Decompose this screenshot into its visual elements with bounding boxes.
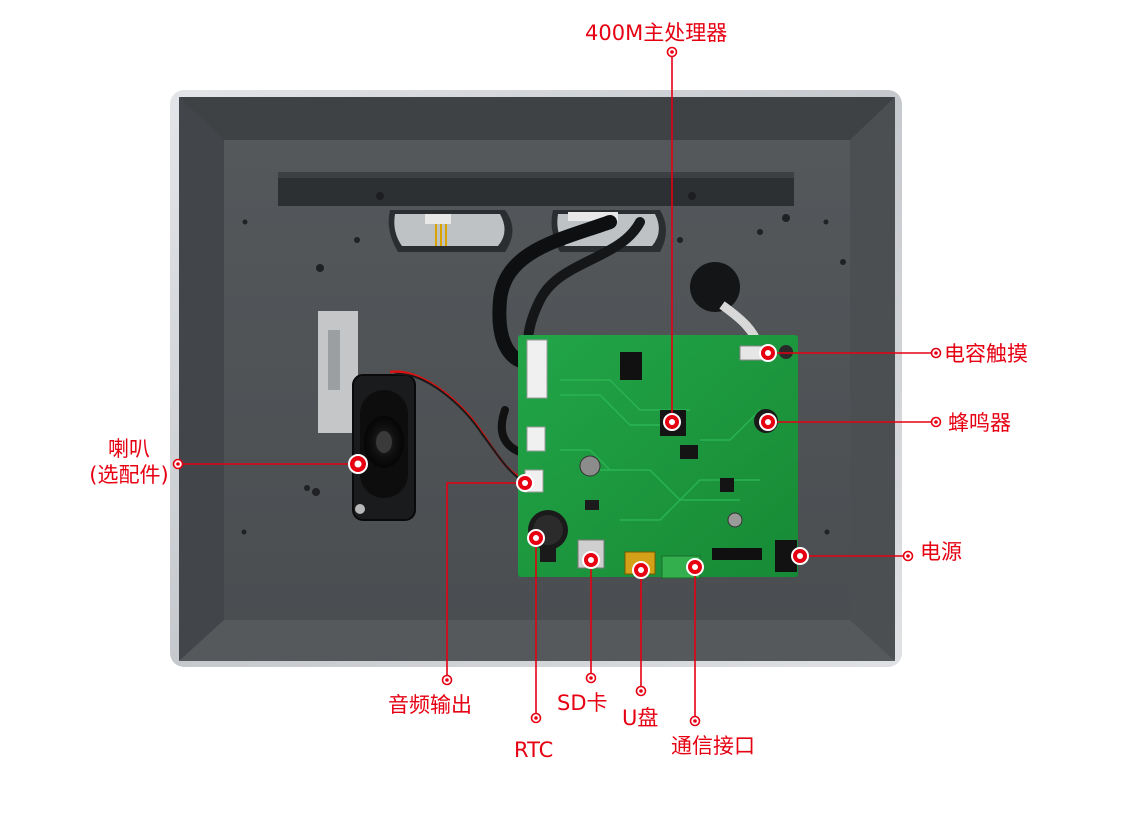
label-capacitive-touch: 电容触摸 [944,342,1028,366]
bevel-left [179,97,224,661]
label-rtc: RTC [514,738,554,762]
cable-bundle [497,406,524,456]
label-processor: 400M主处理器 [585,21,728,45]
label-speaker-line2: (选配件) [89,463,169,487]
speaker-window-shade [328,330,340,390]
mounting-bar-edge [278,172,794,178]
cutout-foam-left [394,214,505,246]
bevel-top [179,97,895,140]
small-wires [435,224,447,246]
label-sd-card: SD卡 [557,691,608,715]
label-audio-out: 音频输出 [388,693,472,717]
bar-screw [688,192,696,200]
memory-chip [620,352,642,380]
bar-screw [376,192,384,200]
ic-chip [720,478,734,492]
electrolytic-capacitor [727,512,743,528]
callout-end-dots [176,50,938,723]
power-jack [775,540,797,572]
lvds-connector [526,339,548,399]
cable-bundle [492,215,617,369]
label-comm-port: 通信接口 [671,734,755,758]
header-pins [712,548,762,560]
label-power: 电源 [920,540,962,564]
label-buzzer: 蜂鸣器 [948,411,1011,435]
speaker-wire-black [394,372,525,483]
speaker-screw [355,504,365,514]
callout-markers [348,344,809,579]
label-usb: U盘 [622,706,659,730]
callout-end-rings [172,46,942,727]
side-connector [526,426,546,452]
label-speaker: 喇叭 (选配件) [84,436,174,488]
panel-holes [241,214,846,535]
rtc-battery-clip [540,548,556,562]
ribbon-connector [425,214,451,224]
bevel-bottom [179,620,895,661]
callout-lines [178,52,936,721]
pcb-screw [779,345,793,359]
electrolytic-capacitor [579,455,601,477]
bevel-right [850,97,895,661]
ribbon-connector [568,212,618,221]
ic-chip [585,500,599,510]
ic-chip [680,445,698,459]
speaker-dustcap [376,431,392,453]
round-sticker [690,262,740,312]
label-speaker-line1: 喇叭 [108,437,150,461]
